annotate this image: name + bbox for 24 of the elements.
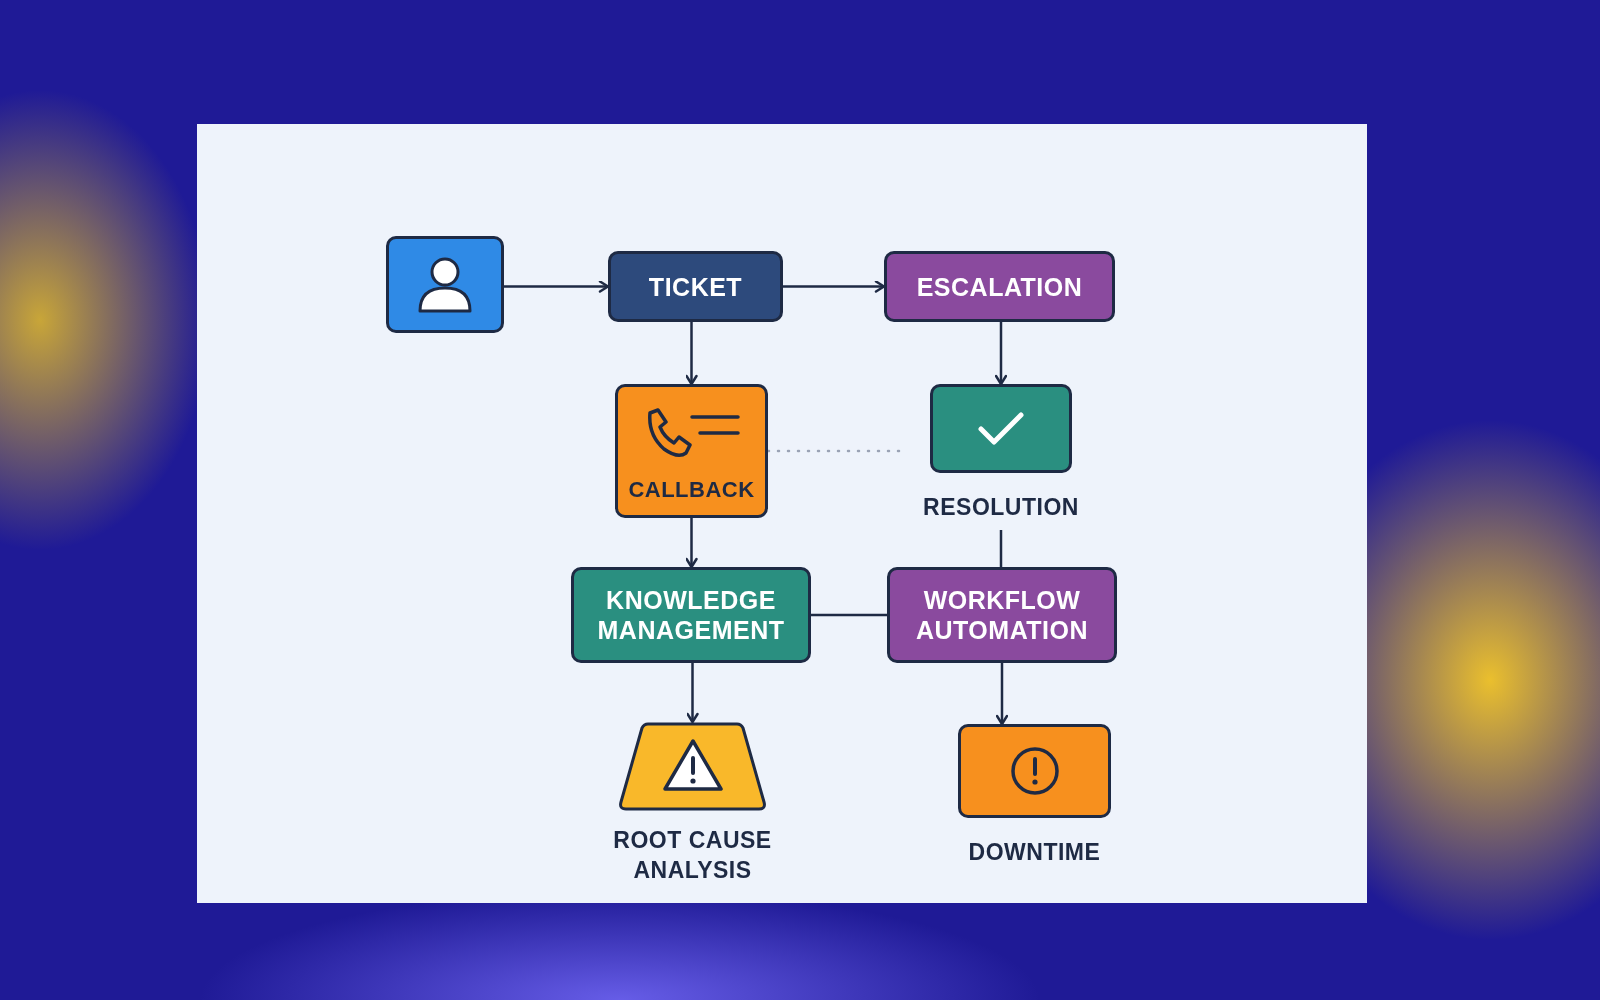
node-label: RESOLUTION	[922, 493, 1080, 522]
arrow	[783, 280, 886, 293]
node-label: WORKFLOW AUTOMATION	[914, 585, 1090, 645]
arrow	[504, 280, 610, 293]
process-box	[571, 567, 811, 663]
callback-card	[615, 384, 768, 518]
process-box	[884, 251, 1115, 322]
connector-line	[999, 530, 1003, 567]
process-box	[887, 567, 1117, 663]
node-label: ROOT CAUSE ANALYSIS	[612, 826, 773, 886]
arrow	[685, 518, 698, 569]
arrow	[994, 322, 1008, 386]
node-label: KNOWLEDGE MANAGEMENT	[596, 585, 786, 645]
node-label: TICKET	[648, 271, 743, 302]
arrow	[685, 322, 698, 386]
dotted-connector	[766, 449, 902, 453]
connector-line	[811, 613, 887, 617]
process-box	[608, 251, 783, 322]
arrow	[686, 663, 699, 724]
node-label: DOWNTIME	[967, 838, 1102, 867]
arrow	[995, 663, 1009, 726]
node-label: CALLBACK	[628, 476, 755, 505]
user-box	[386, 236, 504, 333]
node-label: ESCALATION	[916, 271, 1083, 302]
